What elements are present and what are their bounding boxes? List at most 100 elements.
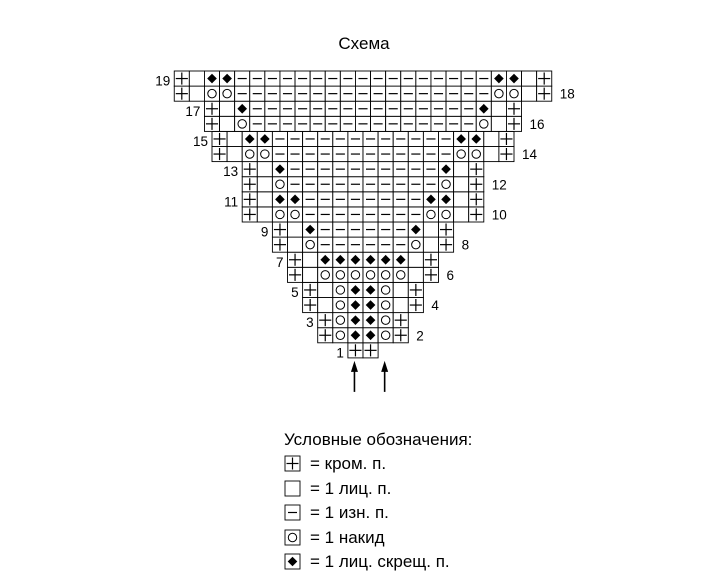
- chart-cell: [392, 251, 409, 268]
- chart-cell: [438, 221, 455, 238]
- chart-cell: [332, 130, 349, 147]
- row-number-label: 16: [530, 117, 545, 132]
- chart-cell: [302, 161, 319, 178]
- chart-cell: [347, 327, 364, 344]
- chart-cell: [241, 176, 258, 193]
- chart-cell: [400, 85, 417, 102]
- chart-cell: [407, 130, 424, 147]
- chart-cell: [188, 85, 205, 102]
- yarn-over-icon: [207, 88, 217, 99]
- legend-item: = 1 лиц. скрещ. п.: [284, 550, 584, 575]
- chart-cell: [362, 191, 379, 208]
- twisted-knit-icon: [350, 285, 361, 295]
- chart-row: [203, 100, 523, 117]
- chart-cell: [498, 130, 515, 147]
- cell-box: [256, 146, 273, 163]
- cell-box: [219, 85, 236, 102]
- chart-cell: [392, 327, 409, 344]
- twisted-knit-icon: [380, 254, 391, 265]
- chart-title: Схема: [338, 34, 390, 53]
- chart-cell: [377, 327, 394, 344]
- chart-cell: [536, 85, 553, 102]
- legend-label: = 1 лиц. п.: [310, 478, 392, 498]
- chart-cell: [317, 191, 334, 208]
- chart-cell: [370, 115, 387, 132]
- yarn-over-icon: [335, 300, 346, 310]
- cell-box: [490, 115, 507, 132]
- up-arrow-icon: [381, 360, 389, 392]
- legend-symbol: [284, 480, 310, 498]
- twisted-knit-icon: [471, 134, 482, 144]
- chart-cell: [347, 206, 364, 223]
- chart-cell: [475, 70, 492, 87]
- chart-cell: [483, 130, 500, 147]
- chart-cell: [422, 251, 439, 268]
- twisted-knit-icon: [365, 254, 376, 265]
- chart-cell: [430, 115, 447, 132]
- legend-symbol: [284, 553, 310, 571]
- chart-row: [173, 85, 553, 102]
- yarn-over-icon: [275, 209, 285, 220]
- cell-box: [490, 85, 507, 102]
- chart-cell: [536, 70, 553, 87]
- cell-box: [332, 266, 349, 283]
- chart-cell: [332, 312, 349, 329]
- chart-cell: [332, 251, 349, 268]
- cell-box: [234, 115, 251, 132]
- twisted-knit-icon: [237, 103, 248, 114]
- chart-cell: [211, 130, 228, 147]
- chart-row: [271, 236, 455, 253]
- chart-cell: [453, 206, 470, 223]
- chart-cell: [445, 70, 462, 87]
- cell-box: [317, 281, 334, 298]
- chart-cell: [347, 251, 364, 268]
- chart-cell: [256, 161, 273, 178]
- cell-box: [483, 130, 500, 147]
- chart-cell: [332, 236, 349, 253]
- chart-cell: [400, 115, 417, 132]
- chart-cell: [347, 146, 364, 163]
- chart-cell: [332, 176, 349, 193]
- chart-cell: [317, 251, 334, 268]
- chart-cell: [422, 146, 439, 163]
- chart-cell: [302, 266, 319, 283]
- chart-cell: [317, 161, 334, 178]
- chart-cell: [317, 327, 334, 344]
- twisted-knit-icon: [365, 285, 376, 295]
- chart-cell: [407, 176, 424, 193]
- chart-cell: [468, 176, 485, 193]
- yarn-over-icon: [380, 270, 391, 280]
- chart-cell: [309, 115, 326, 132]
- cell-box: [287, 221, 304, 238]
- chart-cell: [475, 100, 492, 117]
- chart-cell: [521, 85, 538, 102]
- chart-cell: [355, 100, 372, 117]
- chart-cell: [362, 146, 379, 163]
- twisted-knit-icon: [350, 315, 361, 325]
- chart-cell: [377, 236, 394, 253]
- chart-cell: [415, 100, 432, 117]
- twisted-knit-icon: [509, 73, 519, 84]
- chart-cell: [339, 70, 356, 87]
- row-number-label: 3: [306, 315, 314, 330]
- yarn-over-icon: [471, 149, 481, 159]
- chart-cell: [377, 251, 394, 268]
- twisted-knit-icon: [207, 73, 217, 84]
- chart-cell: [317, 281, 334, 298]
- chart-cell: [415, 115, 432, 132]
- chart-cell: [309, 100, 326, 117]
- twisted-knit-icon: [426, 194, 436, 205]
- row-number-label: 19: [155, 74, 170, 89]
- chart-cell: [460, 85, 477, 102]
- cell-box: [438, 206, 455, 223]
- chart-cell: [279, 85, 296, 102]
- chart-cell: [332, 327, 349, 344]
- chart-cell: [490, 100, 507, 117]
- chart-cell: [271, 176, 288, 193]
- chart-cell: [407, 251, 424, 268]
- chart-cell: [392, 176, 409, 193]
- chart-cell: [498, 146, 515, 163]
- chart-cell: [362, 251, 379, 268]
- cell-box: [521, 85, 538, 102]
- twisted-knit-icon: [478, 103, 489, 114]
